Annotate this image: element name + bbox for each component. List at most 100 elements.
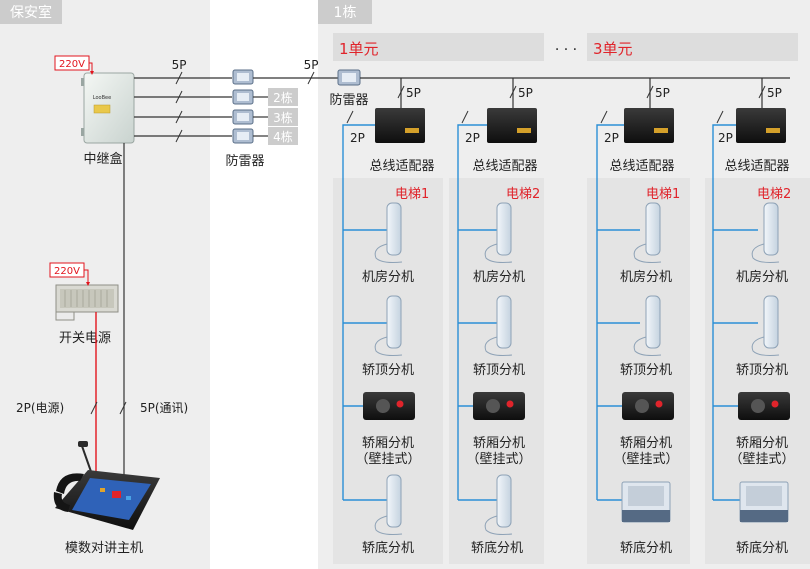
adapter-badge [654, 128, 668, 133]
device-label-car-top: 轿顶分机 [620, 363, 672, 378]
handset-intercom [374, 202, 403, 263]
handset-intercom [484, 295, 513, 356]
surge-group-label: 防雷器 [225, 153, 264, 169]
wall-intercom [473, 392, 525, 420]
surge-arrester-unit [337, 69, 361, 86]
device-label-car-top: 轿顶分机 [362, 363, 414, 378]
branch-tag [268, 127, 298, 145]
device-label-wall-mounted: （壁挂式） [355, 452, 420, 467]
adapter-badge [766, 128, 780, 133]
comm-slash-mark [119, 401, 127, 415]
adapter-column: 5P 2P 总线适配器 电梯1 机房分机 轿顶分机 轿厢分机 （壁挂式） [596, 78, 680, 556]
handset-intercom [484, 474, 513, 535]
speaker-intercom [739, 481, 789, 523]
psu-label: 开关电源 [59, 331, 111, 346]
handset-intercom [633, 202, 662, 263]
drop-wire-label: 5P [406, 86, 421, 100]
adapter-column: 5P 2P 总线适配器 电梯1 机房分机 轿顶分机 轿厢分机 （壁挂式） [342, 78, 435, 556]
bus-wire-label: 2P [718, 131, 733, 145]
main-slash-mark [307, 71, 315, 85]
handset-intercom [633, 295, 662, 356]
bus-adapter [624, 108, 674, 143]
host-console [53, 441, 160, 530]
psu-power-arrow [86, 282, 90, 286]
relay-slash-marks [175, 71, 183, 143]
device-label-car-top: 轿顶分机 [736, 363, 788, 378]
bus-slash [461, 110, 469, 124]
device-label-machine-room: 机房分机 [473, 269, 525, 285]
handset-intercom [374, 474, 403, 535]
relay-power-label: 220V [59, 59, 85, 70]
bus-line [457, 124, 487, 500]
device-label-machine-room: 机房分机 [620, 269, 672, 285]
device-label-pit: 轿底分机 [362, 540, 414, 556]
surge-arrester-group [232, 69, 254, 144]
psu-power-lead [84, 269, 89, 284]
host-label: 模数对讲主机 [65, 541, 143, 556]
device-label-wall-mounted: （壁挂式） [466, 452, 531, 467]
power-slash-mark [90, 401, 98, 415]
surge-unit-label: 防雷器 [329, 92, 368, 108]
elevator-label: 电梯1 [646, 187, 680, 202]
adapter-column: 5P 2P 总线适配器 电梯2 机房分机 轿顶分机 轿厢分机 （壁挂式） [712, 78, 795, 556]
wall-intercom [622, 392, 674, 420]
bus-wire-label: 2P [604, 131, 619, 145]
bus-wire-label: 2P [465, 131, 480, 145]
device-label-machine-room: 机房分机 [362, 269, 414, 285]
branch-tag-label: 2栋 [273, 90, 293, 105]
relay-brand: LooBee [93, 95, 111, 101]
handset-intercom [751, 202, 780, 263]
wall-intercom [738, 392, 790, 420]
relay-wire-label: 5P [172, 58, 187, 72]
adapter-badge [517, 128, 531, 133]
relay-box-label: 中继盒 [83, 151, 122, 167]
device-label-machine-room: 机房分机 [736, 269, 788, 285]
host-comm-wire-label: 5P(通讯) [140, 401, 188, 415]
building-tab [318, 0, 372, 24]
speaker-intercom [621, 481, 671, 523]
unit-3-label: 3单元 [593, 40, 633, 58]
device-label-wall-mounted: （壁挂式） [729, 452, 794, 467]
device-label-car-wall: 轿厢分机 [473, 436, 525, 451]
main-wire-label: 5P [304, 58, 319, 72]
bus-slash [346, 110, 354, 124]
bus-line [596, 124, 624, 500]
device-label-pit: 轿底分机 [620, 540, 672, 556]
unit-3-bar [587, 33, 798, 61]
room-tab [0, 0, 62, 24]
device-label-car-wall: 轿厢分机 [736, 436, 788, 451]
switching-psu [55, 284, 119, 321]
bus-line [712, 124, 736, 500]
bus-line [342, 124, 375, 500]
device-label-car-wall: 轿厢分机 [620, 436, 672, 451]
room-label: 保安室 [10, 4, 52, 21]
bus-wire-label: 2P [350, 131, 365, 145]
branch-tag [268, 88, 298, 106]
branch-tag [268, 108, 298, 126]
device-label-pit: 轿底分机 [736, 540, 788, 556]
drop-slash [646, 85, 654, 99]
relay-power-lead [89, 62, 93, 73]
device-label-wall-mounted: （壁挂式） [613, 452, 678, 467]
bus-adapter [736, 108, 786, 143]
bus-slash [600, 110, 608, 124]
unit-1-bar [333, 33, 544, 61]
device-label-car-wall: 轿厢分机 [362, 436, 414, 451]
elevator-label: 电梯2 [757, 187, 791, 202]
device-label-car-top: 轿顶分机 [473, 363, 525, 378]
drop-wire-label: 5P [518, 86, 533, 100]
drop-slash [758, 85, 766, 99]
relay-box: LooBee [81, 72, 135, 144]
bus-slash [716, 110, 724, 124]
drop-slash [397, 85, 405, 99]
adapter-label: 总线适配器 [609, 159, 674, 174]
unit-ellipsis: · · · [555, 42, 577, 58]
elevator-label: 电梯1 [395, 187, 429, 202]
psu-power-label: 220V [54, 266, 80, 277]
building-label: 1栋 [334, 4, 357, 21]
relay-power-arrow [90, 71, 94, 75]
adapter-column: 5P 2P 总线适配器 电梯2 机房分机 轿顶分机 轿厢分机 （壁挂式） [457, 78, 540, 556]
unit-1-label: 1单元 [339, 40, 379, 58]
